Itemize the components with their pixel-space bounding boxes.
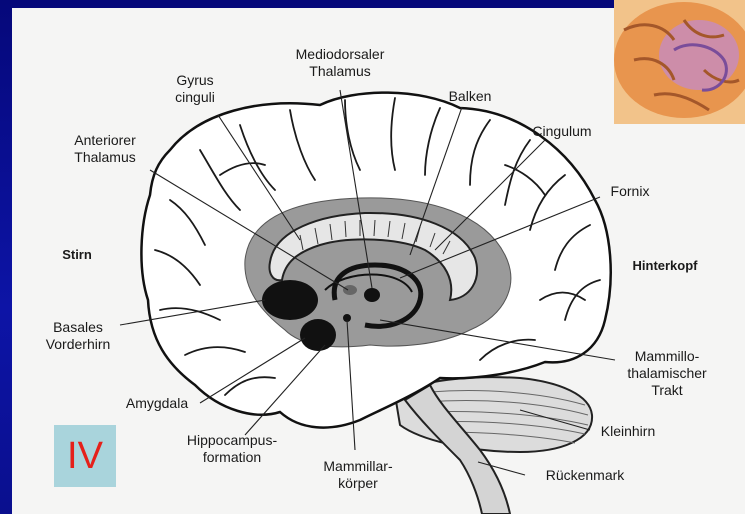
- anterior-thalamus-nucleus: [343, 285, 357, 295]
- label-hinterkopf: Hinterkopf: [620, 257, 710, 274]
- label-hippocampusformation: Hippocampus- formation: [172, 432, 292, 466]
- label-mammillarkoerper: Mammillar- körper: [308, 458, 408, 492]
- label-cingulum: Cingulum: [522, 123, 602, 140]
- label-fornix: Fornix: [600, 183, 660, 200]
- amygdala: [300, 319, 336, 351]
- label-kleinhirn: Kleinhirn: [588, 423, 668, 440]
- label-mammillothalamischer-trakt: Mammillo- thalamischer Trakt: [612, 348, 722, 399]
- mediodorsal-thalamus-nucleus: [364, 288, 380, 302]
- label-stirn: Stirn: [52, 246, 102, 263]
- label-anteriorer-thalamus: Anteriorer Thalamus: [55, 132, 155, 166]
- label-amygdala: Amygdala: [112, 395, 202, 412]
- basal-forebrain: [262, 280, 318, 320]
- label-mediodorsaler-thalamus: Mediodorsaler Thalamus: [280, 46, 400, 80]
- brain-thumbnail-image: [614, 0, 745, 124]
- label-rueckenmark: Rückenmark: [530, 467, 640, 484]
- label-balken: Balken: [440, 88, 500, 105]
- label-gyrus-cinguli: Gyrus cinguli: [160, 72, 230, 106]
- slide-number-badge: IV: [54, 425, 116, 487]
- label-basales-vorderhirn: Basales Vorderhirn: [28, 319, 128, 353]
